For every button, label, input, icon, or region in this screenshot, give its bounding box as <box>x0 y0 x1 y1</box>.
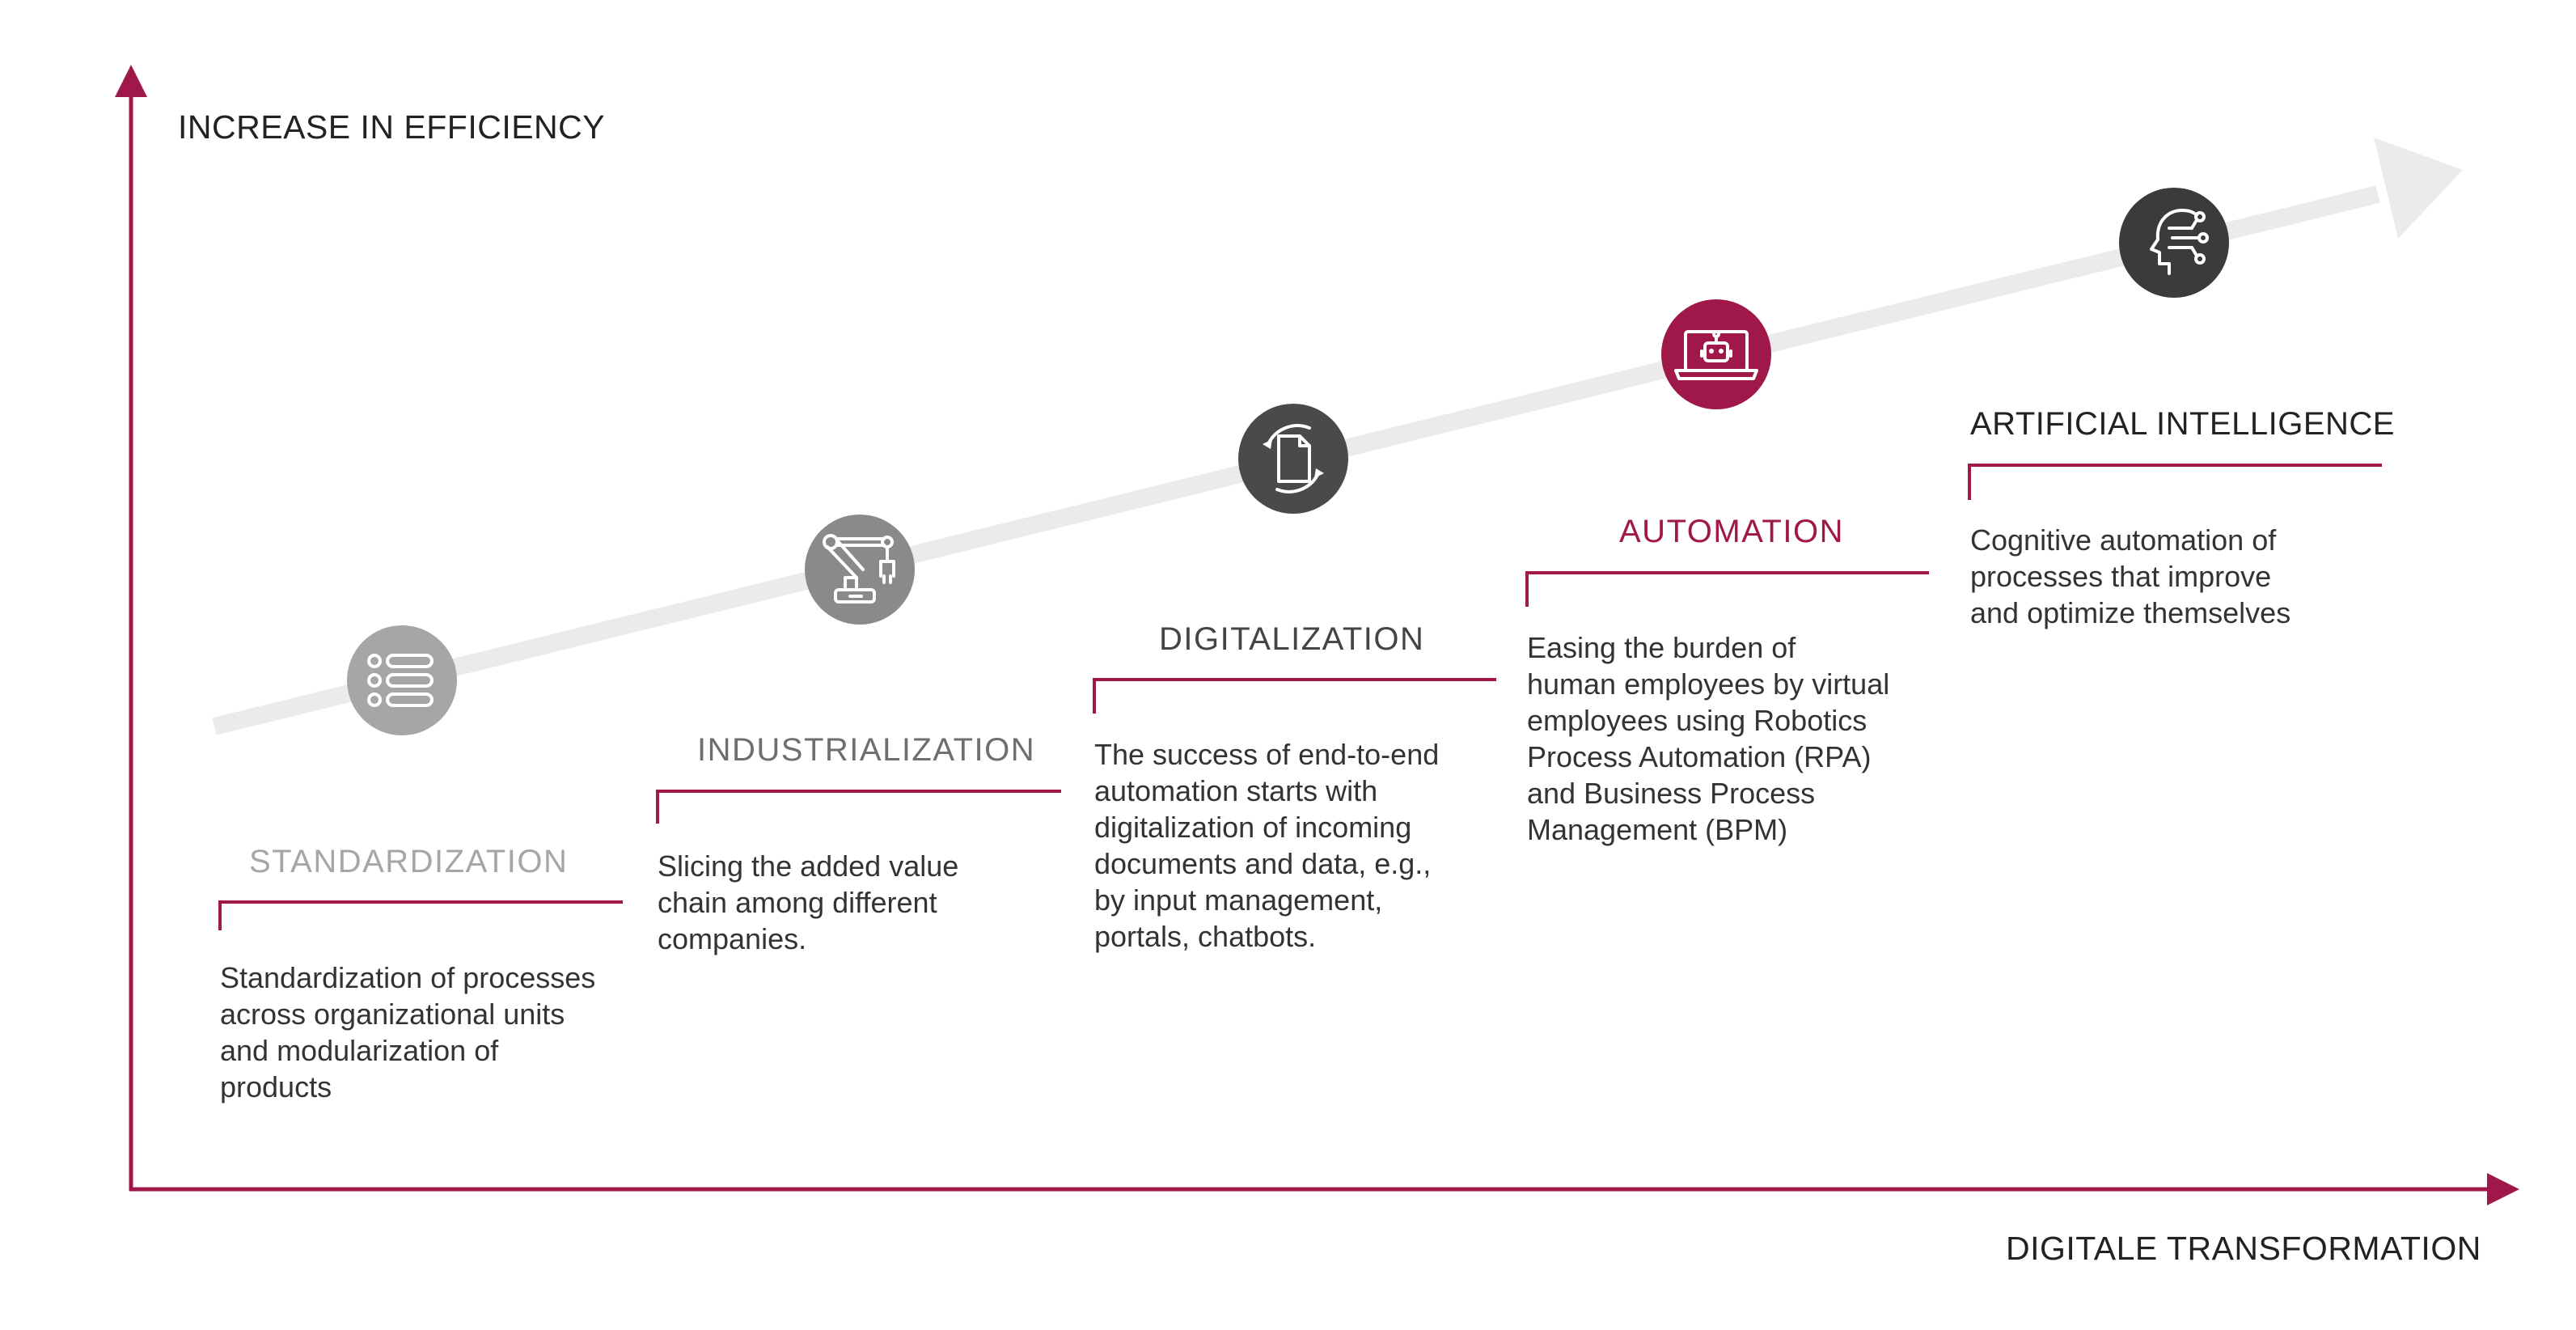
description-line: processes that improve <box>1970 560 2272 593</box>
digitalization-bracket <box>1093 678 1496 714</box>
description-line: chain among different <box>658 886 937 919</box>
description-line: Standardization of processes <box>220 961 596 994</box>
ai-head-icon <box>2119 188 2229 298</box>
description-line: and Business Process <box>1527 777 1816 810</box>
description-line: Cognitive automation of <box>1970 523 2277 557</box>
description-line: documents and data, e.g., <box>1094 847 1432 880</box>
list-icon <box>347 625 457 735</box>
standardization-title: STANDARDIZATION <box>249 844 569 879</box>
standardization-description: Standardization of processes across orga… <box>220 959 595 1105</box>
x-axis-label: DIGITALE TRANSFORMATION <box>2006 1230 2481 1267</box>
description-line: employees using Robotics <box>1527 704 1867 737</box>
x-axis-arrowhead <box>2487 1173 2519 1205</box>
description-line: Easing the burden of <box>1527 631 1796 664</box>
description-line: by input management, <box>1094 883 1383 917</box>
automation-title: AUTOMATION <box>1619 514 1844 549</box>
robot-arm-icon <box>805 515 915 625</box>
description-line: automation starts with <box>1094 774 1378 807</box>
industrialization-title: INDUSTRIALIZATION <box>697 732 1036 768</box>
description-line: Process Automation (RPA) <box>1527 740 1872 773</box>
description-line: digitalization of incoming <box>1094 811 1412 844</box>
description-line: Slicing the added value <box>658 849 959 883</box>
ai-description: Cognitive automation of processes that i… <box>1970 522 2290 631</box>
ai-title: ARTIFICIAL INTELLIGENCE <box>1970 406 2395 442</box>
description-line: and optimize themselves <box>1970 596 2291 629</box>
industrialization-description: Slicing the added value chain among diff… <box>658 848 958 957</box>
y-axis-label: INCREASE IN EFFICIENCY <box>178 108 606 146</box>
y-axis-arrowhead <box>115 65 147 97</box>
document-cycle-icon <box>1238 404 1348 514</box>
digitalization-description: The success of end-to-end automation sta… <box>1094 736 1439 955</box>
ai-bracket <box>1968 464 2382 500</box>
x-axis <box>129 1173 2519 1205</box>
description-line: Management (BPM) <box>1527 813 1788 846</box>
industrialization-bracket <box>656 790 1061 824</box>
laptop-bot-icon <box>1661 299 1771 409</box>
description-line: human employees by virtual <box>1527 667 1890 701</box>
y-axis <box>115 65 147 1191</box>
description-line: and modularization of <box>220 1034 499 1067</box>
description-line: products <box>220 1070 332 1103</box>
description-line: across organizational units <box>220 998 565 1031</box>
description-line: portals, chatbots. <box>1094 920 1317 953</box>
automation-bracket <box>1525 571 1929 607</box>
automation-description: Easing the burden of human employees by … <box>1527 629 1889 848</box>
digitalization-title: DIGITALIZATION <box>1159 621 1425 657</box>
standardization-bracket <box>218 900 623 930</box>
description-line: companies. <box>658 922 807 955</box>
description-line: The success of end-to-end <box>1094 738 1440 771</box>
